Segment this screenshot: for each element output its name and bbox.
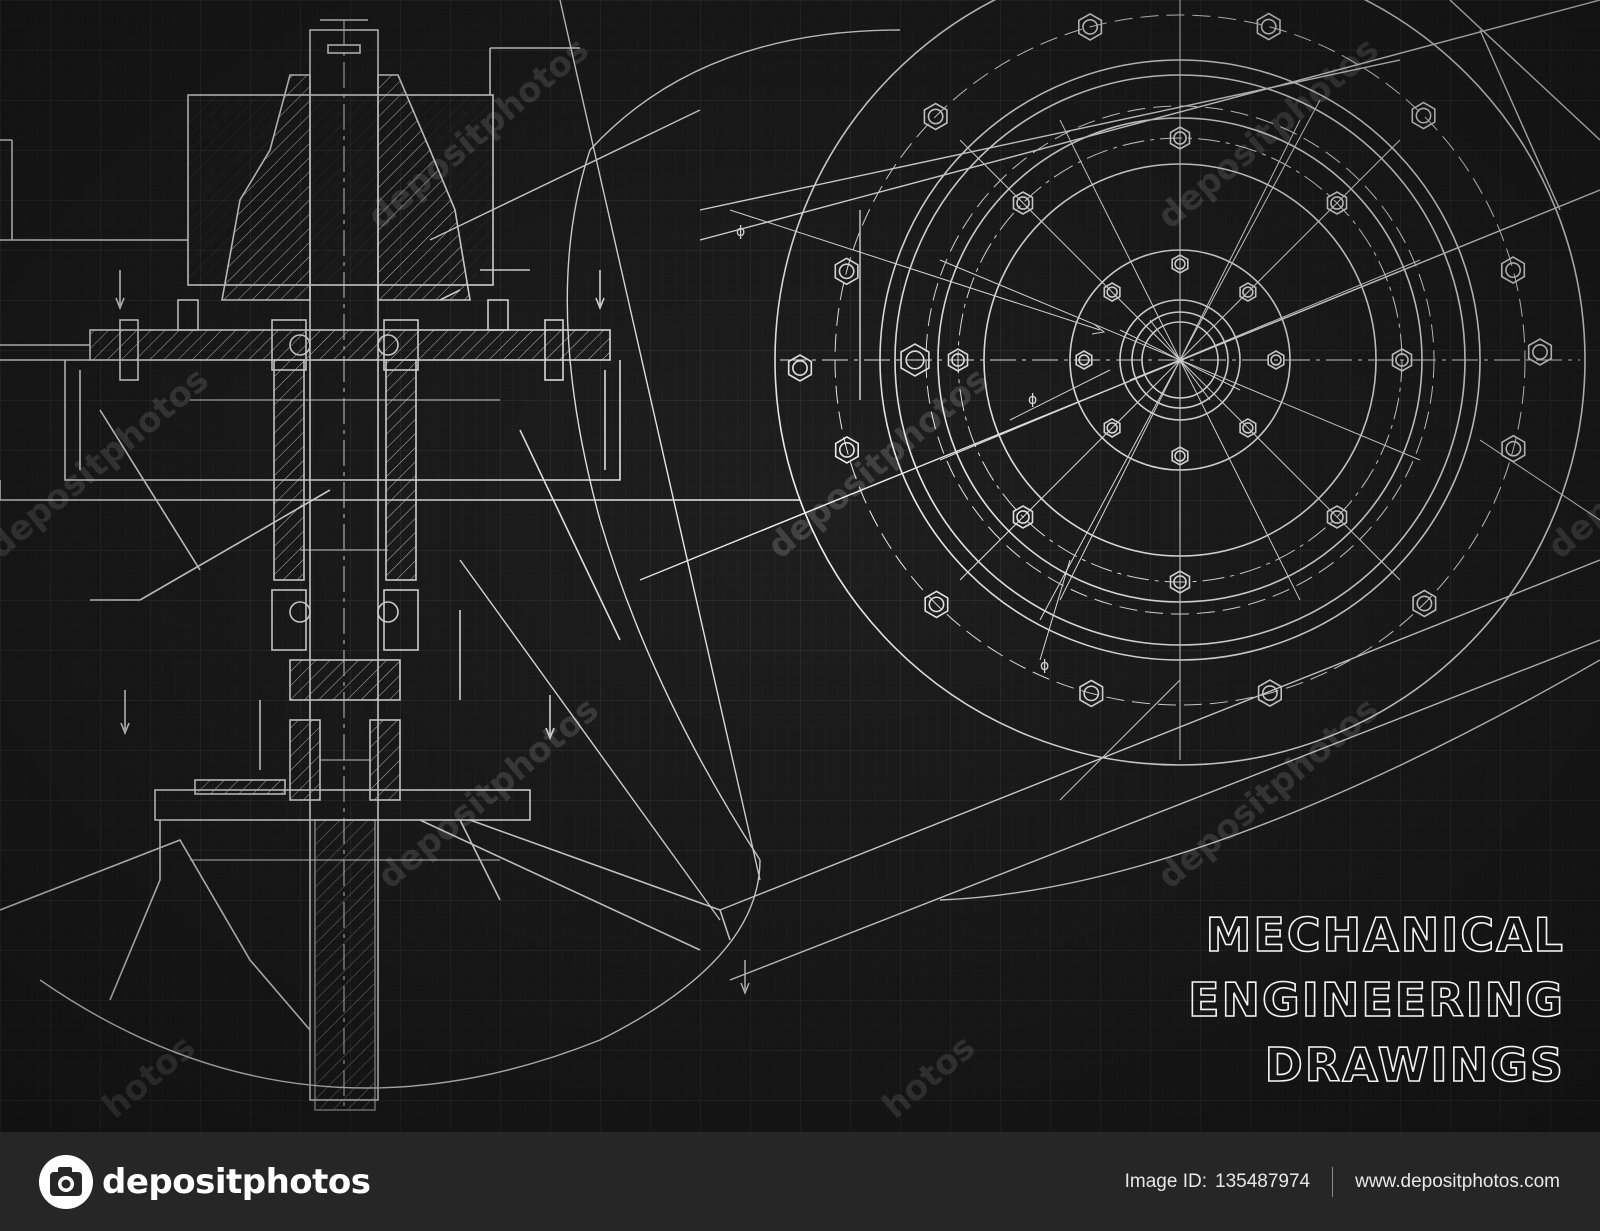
website-link[interactable]: www.depositphotos.com xyxy=(1355,1170,1560,1192)
vignette xyxy=(0,0,1600,1132)
title-line-3: DRAWINGS xyxy=(1265,1038,1565,1092)
footer-bar: depositphotos Image ID: 135487974 www.de… xyxy=(0,1132,1600,1231)
title-line-2: ENGINEERING xyxy=(1188,973,1565,1027)
title-block: MECHANICAL ENGINEERING DRAWINGS xyxy=(1187,907,1565,1093)
brand-name: depositphotos xyxy=(102,1162,371,1202)
engineering-drawing: ϕ ϕ ϕ depositphotos depositphotos deposi… xyxy=(0,0,1600,1132)
divider xyxy=(1332,1166,1334,1197)
title-line-1: MECHANICAL xyxy=(1206,908,1565,962)
image-id-label: Image ID: xyxy=(1124,1170,1207,1192)
image-id-value: 135487974 xyxy=(1215,1170,1311,1192)
camera-logo-icon xyxy=(39,1155,93,1209)
brand-logo[interactable]: depositphotos xyxy=(38,1154,371,1210)
image-meta: Image ID: 135487974 www.depositphotos.co… xyxy=(1125,1132,1560,1231)
